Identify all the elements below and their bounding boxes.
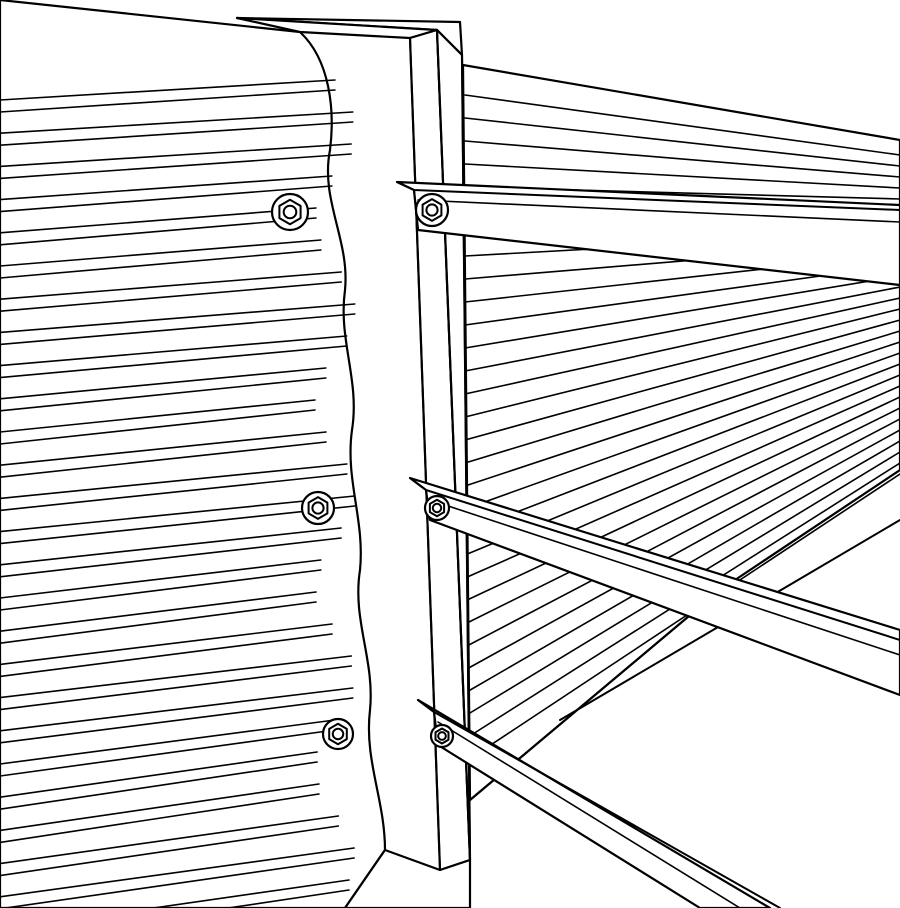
rib-line (0, 857, 355, 908)
rib-line (0, 281, 343, 313)
rib-line (147, 879, 350, 908)
rib-line (0, 249, 322, 279)
rib-line (464, 117, 900, 167)
rib-line (464, 363, 900, 533)
rib-line (464, 418, 900, 648)
bottom-rail (416, 698, 781, 908)
rib-line (0, 335, 348, 367)
rib-line (464, 297, 900, 395)
rib-line (0, 303, 356, 334)
rib-line (0, 751, 318, 799)
rib-line (0, 121, 354, 146)
rib-line (0, 761, 318, 811)
rib-line (0, 697, 354, 744)
middle-rail (408, 476, 900, 697)
rib-line (0, 655, 353, 699)
corner-post (235, 16, 472, 908)
rib-line (464, 429, 900, 671)
rib-line (0, 175, 333, 201)
rib-line (464, 94, 900, 156)
right-corrugated-panel (461, 63, 900, 802)
rib-line (0, 601, 317, 645)
rib-line (0, 793, 320, 844)
rib-line (0, 313, 356, 346)
rib-line (0, 239, 322, 267)
rib-line (0, 505, 356, 545)
rib-line (464, 275, 900, 349)
top-rail (395, 180, 900, 287)
rib-line (0, 847, 355, 898)
rib-line (0, 537, 342, 578)
rib-line (0, 79, 336, 101)
rib-line (0, 463, 348, 500)
hex-bolt-icon (321, 717, 355, 751)
left-corrugated-panel (0, 0, 387, 908)
rib-line (0, 441, 327, 479)
rib-line (464, 319, 900, 441)
rib-line (464, 473, 900, 763)
rib-line (0, 665, 353, 711)
rib-line (464, 341, 900, 487)
rib-line (464, 140, 900, 178)
rib-line (464, 407, 900, 625)
rib-line (0, 377, 327, 412)
rib-line (0, 431, 327, 467)
hex-bolt-icon (414, 192, 450, 228)
rib-line (0, 591, 317, 633)
rib-line (0, 271, 343, 301)
rib-line (0, 783, 320, 832)
rib-line (0, 729, 336, 777)
rib-line (0, 153, 352, 180)
rib-line (0, 495, 356, 533)
left-panel-ribs (0, 79, 356, 908)
rib-line (0, 409, 316, 445)
rib-line (0, 633, 333, 678)
hex-bolt-icon (423, 494, 451, 522)
rib-line (0, 185, 333, 213)
hex-bolt-icon (270, 192, 310, 232)
hex-bolt-icon (429, 723, 455, 749)
rib-line (0, 623, 333, 666)
rib-line (0, 367, 327, 400)
rib-line (0, 473, 348, 512)
rib-line (464, 286, 900, 372)
rib-line (0, 569, 322, 611)
rib-line (0, 143, 352, 168)
rib-line (0, 111, 354, 134)
rib-line (222, 889, 350, 908)
hex-bolt-icon (300, 490, 336, 526)
rib-line (464, 352, 900, 510)
rib-line (0, 559, 322, 599)
rib-line (464, 308, 900, 418)
rib-line (0, 399, 316, 433)
rib-line (0, 719, 336, 765)
rib-line (0, 687, 354, 732)
rib-line (0, 815, 340, 865)
rib-line (0, 207, 317, 234)
rib-line (0, 89, 336, 113)
rib-line (464, 163, 900, 189)
rib-line (464, 396, 900, 602)
rib-line (0, 217, 317, 246)
bolt-group (270, 192, 455, 751)
rib-line (0, 527, 342, 566)
rib-line (464, 330, 900, 464)
rib-line (0, 345, 348, 379)
rib-line (0, 825, 340, 877)
